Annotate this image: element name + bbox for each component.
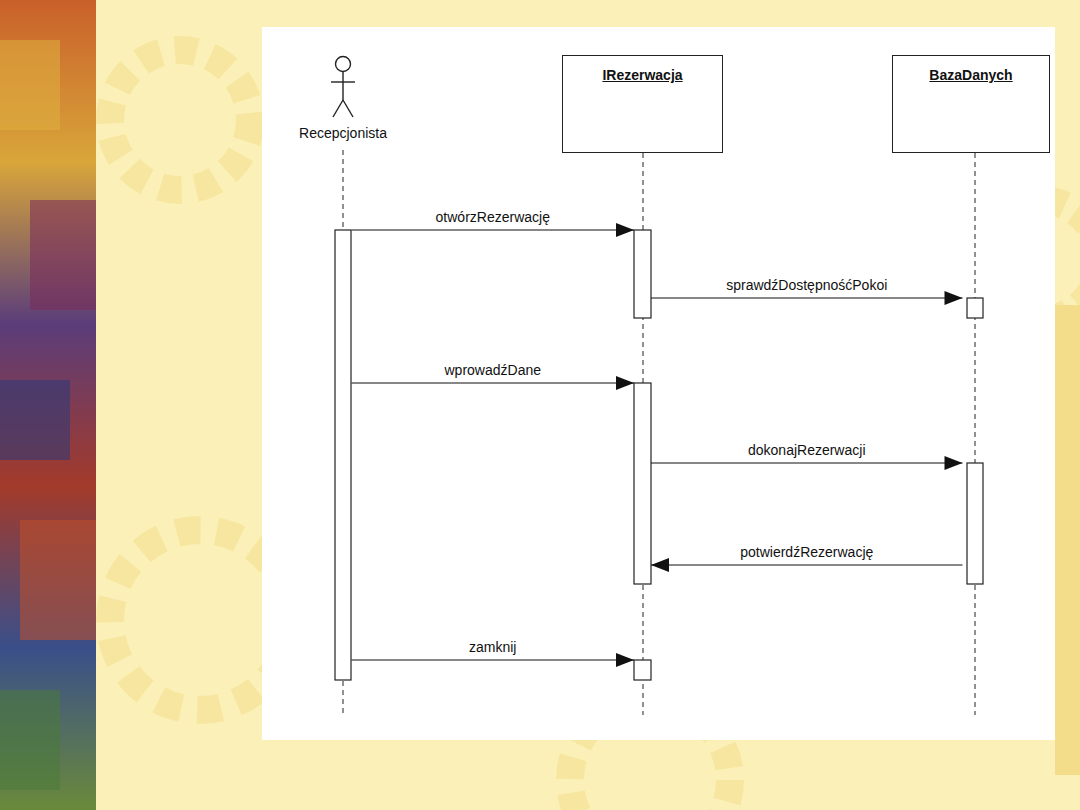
message-label: otwórzRezerwację bbox=[434, 209, 552, 225]
object-name: IRezerwacja bbox=[563, 67, 722, 83]
message-arrow bbox=[651, 558, 963, 572]
message-label: wprowadźDane bbox=[443, 362, 544, 378]
message-label: dokonajRezerwacji bbox=[746, 442, 868, 458]
message-label: sprawdźDostępnośćPokoi bbox=[724, 277, 889, 293]
actor-name: Recepcjonista bbox=[294, 125, 392, 141]
message-arrow bbox=[352, 376, 635, 390]
lifeline-box: BazaDanych bbox=[892, 55, 1050, 153]
message-arrow bbox=[651, 291, 963, 305]
lifeline-box: IRezerwacja bbox=[562, 55, 723, 153]
message-arrow bbox=[352, 223, 635, 237]
message-label: potwierdźRezerwację bbox=[738, 544, 875, 560]
message-label: zamknij bbox=[467, 639, 518, 655]
actor: Recepcjonista bbox=[294, 55, 392, 141]
message-arrow bbox=[352, 653, 635, 667]
message-arrow bbox=[651, 456, 963, 470]
object-name: BazaDanych bbox=[893, 67, 1049, 83]
stick-figure bbox=[328, 55, 358, 121]
